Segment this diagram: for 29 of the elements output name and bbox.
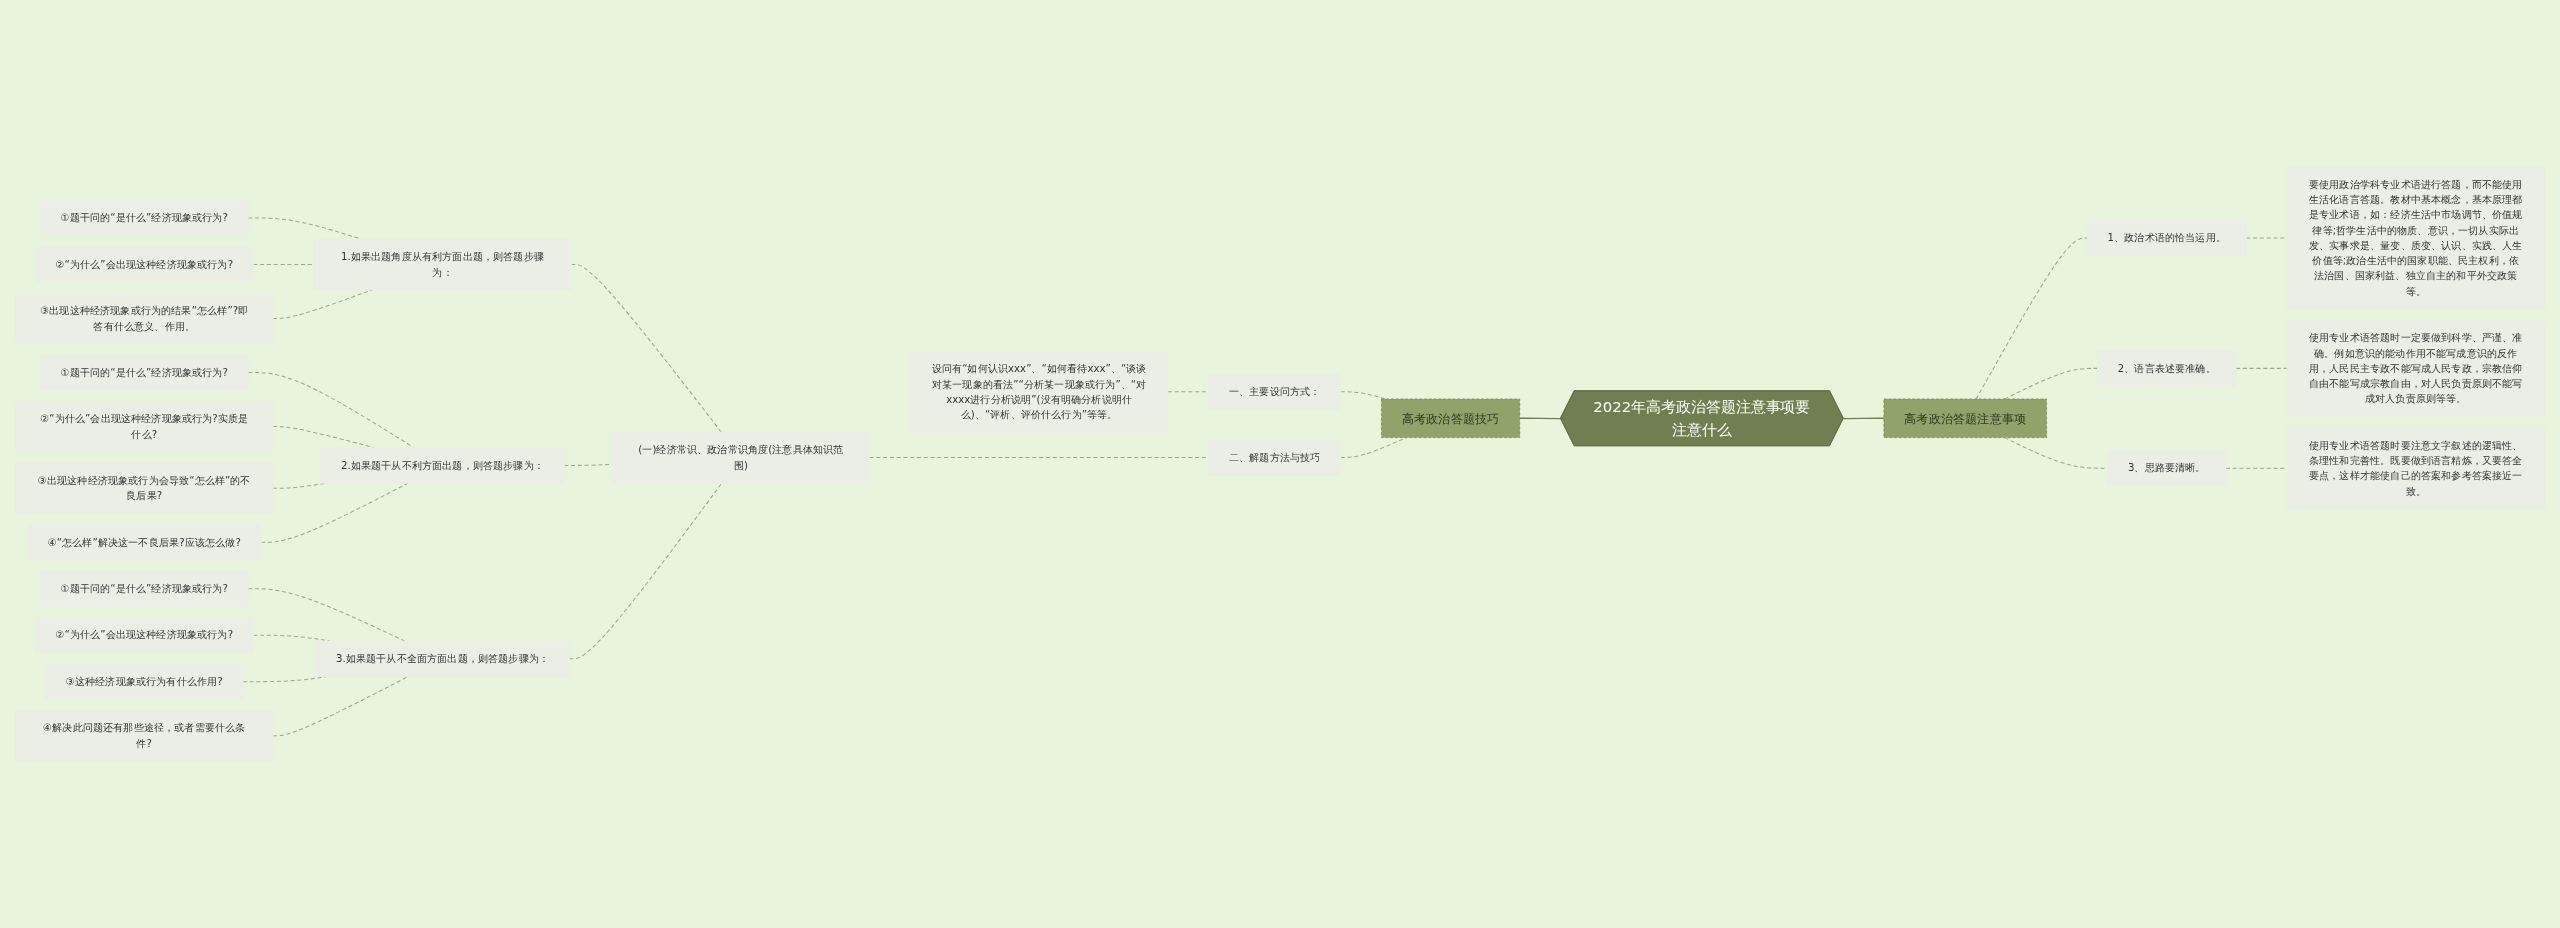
node-box: 高考政治答题注意事项 bbox=[1883, 398, 2047, 438]
node-box: ②“为什么”会出现这种经济现象或行为? bbox=[34, 246, 254, 283]
connector bbox=[570, 263, 722, 433]
node-box: ③出现这种经济现象或行为的结果“怎么样”?即答有什么意义、作用。 bbox=[15, 292, 274, 345]
connector bbox=[1519, 417, 1562, 420]
connector bbox=[1842, 417, 1885, 420]
node-box: 2、语言表述要准确。 bbox=[2097, 350, 2237, 387]
node-box: ④解决此问题还有那些途径，或者需要什么条件? bbox=[15, 709, 274, 762]
node-box: 使用专业术语答题时一定要做到科学、严谨、准确。例如意识的能动作用不能写成意识的反作用，人民民主专政不能写成人民专政，宗教信仰自由不能写成宗教自由，对人民负责原则不能写成对人负责原则等等。 bbox=[2286, 319, 2545, 417]
node-box: ①题干问的“是什么”经济现象或行为? bbox=[39, 199, 249, 237]
node-box: 3、思路要清晰。 bbox=[2107, 450, 2227, 487]
connector bbox=[272, 676, 409, 737]
node-box: ③出现这种经济现象或行为会导致“怎么样”的不良后果? bbox=[15, 462, 274, 515]
node-box: ③这种经济现象或行为有什么作用? bbox=[45, 663, 244, 700]
node-box: 一、主要设问方式： bbox=[1208, 373, 1342, 410]
node-box: 二、解题方法与技巧 bbox=[1208, 439, 1342, 476]
node-box: ①题干问的“是什么”经济现象或行为? bbox=[39, 570, 249, 607]
node-box: ④“怎么样”解决这一不良后果?应该怎么做? bbox=[26, 524, 262, 561]
node-box: 设问有“如何认识xxx”、“如何看待xxx”、“谈谈对某一现象的看法”“分析某一现象或行为”、“对xxxx进行分析说明”(没有明确分析说明什么)、“评析、评价什么行为”等等。 bbox=[909, 350, 1169, 433]
node-box: (一)经济常识、政治常识角度(注意具体知识范围) bbox=[611, 431, 870, 484]
node-box: 高考政治答题技巧 bbox=[1381, 398, 1521, 438]
node-box: 2.如果题干从不利方面出题，则答题步骤为： bbox=[320, 447, 565, 484]
node-box: ②“为什么”会出现这种经济现象或行为? bbox=[34, 617, 254, 654]
connector bbox=[568, 482, 723, 660]
node-box: 1.如果出题角度从有利方面出题，则答题步骤为： bbox=[313, 238, 572, 291]
node-box: 3.如果题干从不全面方面出题，则答题步骤为： bbox=[315, 640, 570, 677]
node-box: ①题干问的“是什么”经济现象或行为? bbox=[39, 354, 249, 391]
node-box: ②“为什么”会出现这种经济现象或行为?实质是什么? bbox=[15, 400, 274, 453]
node-box: 1、政治术语的恰当运用。 bbox=[2086, 219, 2247, 257]
